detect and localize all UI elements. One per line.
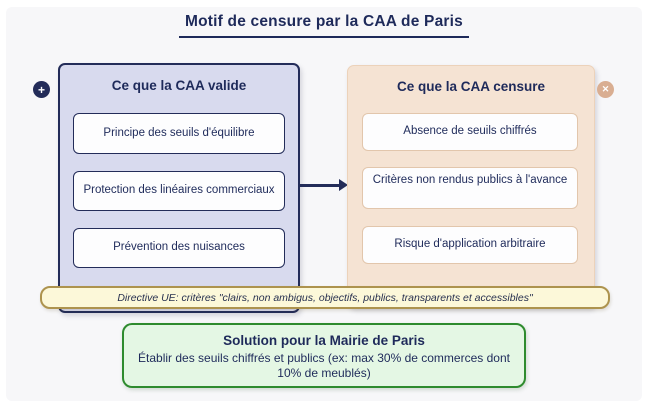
- panel-caa-valide: Ce que la CAA valide Principe des seuils…: [58, 63, 300, 313]
- x-circle-icon: ✕: [597, 81, 614, 98]
- panel-caa-censure: Ce que la CAA censure Absence de seuils …: [347, 65, 595, 308]
- page-title: Motif de censure par la CAA de Paris: [179, 13, 469, 38]
- solution-body: Établir des seuils chiffrés et publics (…: [138, 351, 510, 380]
- directive-note: Directive UE: critères "clairs, non ambi…: [40, 286, 610, 309]
- plus-circle-icon: +: [33, 81, 50, 98]
- solution-box: Solution pour la Mairie de Paris Établir…: [122, 323, 526, 388]
- censure-item-1: Absence de seuils chiffrés: [362, 113, 578, 151]
- valide-item-1: Principe des seuils d'équilibre: [73, 113, 285, 154]
- censure-item-2: Critères non rendus publics à l'avance: [362, 167, 578, 209]
- solution-title: Solution pour la Mairie de Paris: [223, 333, 425, 348]
- directive-note-text: Directive UE: critères "clairs, non ambi…: [117, 291, 533, 304]
- x-glyph: ✕: [601, 84, 610, 94]
- arrow-connector-line: [300, 184, 341, 187]
- censure-item-3: Risque d'application arbitraire: [362, 226, 578, 264]
- panel-censure-title: Ce que la CAA censure: [396, 79, 546, 94]
- plus-glyph: +: [37, 82, 45, 97]
- valide-item-3: Prévention des nuisances: [73, 228, 285, 268]
- valide-item-2: Protection des linéaires commerciaux: [73, 171, 285, 211]
- panel-valide-title: Ce que la CAA valide: [111, 78, 247, 93]
- arrow-right-icon: [339, 179, 348, 191]
- page-title-wrap: Motif de censure par la CAA de Paris: [0, 13, 648, 38]
